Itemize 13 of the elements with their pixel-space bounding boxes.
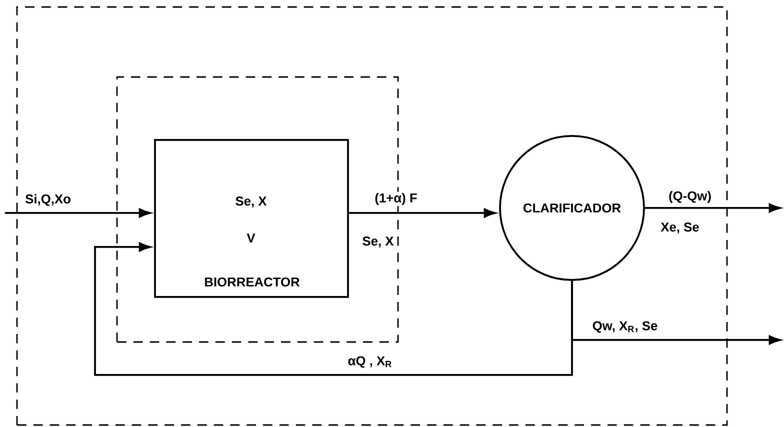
stream-label: Xe, Se bbox=[659, 221, 701, 235]
edge-label: Si,Q,Xo bbox=[24, 192, 72, 208]
dashed-boundary bbox=[16, 6, 728, 426]
flow-arrow bbox=[94, 242, 573, 376]
stream-label: Se, X bbox=[361, 235, 395, 249]
flow-arrow bbox=[5, 208, 151, 218]
edge-label: (1+α) F bbox=[374, 192, 418, 206]
edge-label: (Q-Qw) bbox=[667, 190, 713, 204]
edge-label: Qw, X$_{R}$, Se bbox=[591, 320, 659, 334]
edge-label: αQ , X$_{R}$ bbox=[346, 355, 394, 369]
flow-arrow bbox=[644, 203, 781, 213]
flow-arrow bbox=[348, 208, 496, 218]
reactor-box: Se, X V BIORREACTOR bbox=[154, 139, 349, 298]
